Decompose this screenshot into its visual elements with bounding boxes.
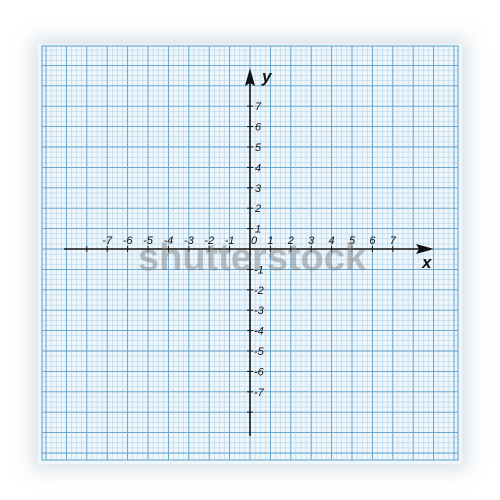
x-tick-label: -1: [225, 235, 235, 247]
watermark-text: shutterstock: [138, 237, 367, 279]
x-tick-label: -5: [143, 235, 154, 247]
x-tick-label: -2: [204, 235, 214, 247]
x-tick-label: 1: [267, 235, 273, 247]
y-tick-label: 4: [255, 162, 261, 174]
x-tick-label: -3: [184, 235, 195, 247]
y-tick-label: 1: [255, 224, 261, 236]
y-tick-label: 6: [255, 122, 262, 134]
x-tick-label: 7: [390, 235, 397, 247]
x-tick-label: 3: [308, 235, 315, 247]
x-axis-arrowhead: [416, 244, 434, 254]
x-tick-label: 6: [369, 235, 376, 247]
y-tick-label: -4: [254, 326, 264, 338]
x-tick-label: -4: [164, 235, 174, 247]
y-axis-label: y: [261, 67, 273, 86]
y-axis-arrowhead: [245, 68, 255, 86]
x-tick-label: 5: [349, 235, 356, 247]
y-tick-label: -3: [254, 305, 265, 317]
x-tick-label: 4: [329, 235, 335, 247]
y-tick-label: 5: [255, 142, 262, 154]
y-tick-label: 2: [254, 203, 261, 215]
y-tick-label: 3: [255, 183, 262, 195]
y-tick-label: 7: [255, 101, 262, 113]
paper-border: [41, 45, 459, 461]
y-tick-label: -2: [254, 285, 264, 297]
x-tick-label: -7: [102, 235, 113, 247]
x-tick-label: 0: [251, 235, 258, 247]
y-tick-label: -6: [254, 366, 265, 378]
x-axis-label: x: [421, 253, 433, 272]
x-tick-label: 2: [287, 235, 294, 247]
y-tick-label: -5: [254, 346, 265, 358]
y-tick-label: -7: [254, 387, 265, 399]
y-tick-label: -1: [254, 264, 264, 276]
axis-tick-marks: [86, 105, 394, 413]
axes: [64, 68, 434, 436]
x-tick-label: -6: [123, 235, 134, 247]
